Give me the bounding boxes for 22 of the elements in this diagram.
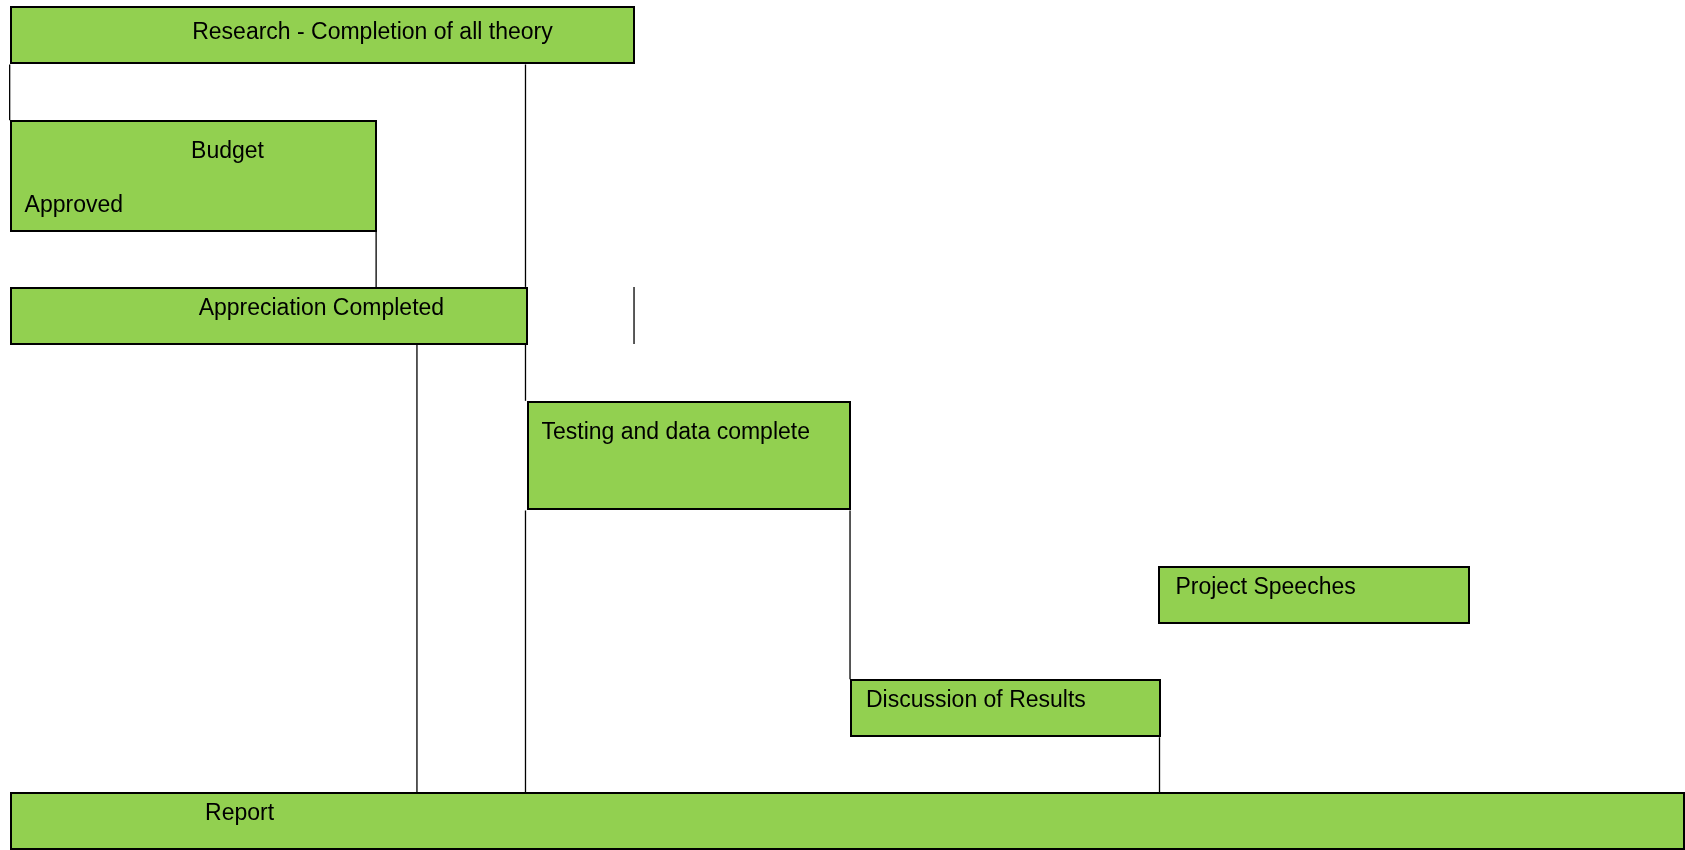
connector-line: [375, 231, 377, 288]
task-label: Budget Approved: [24, 136, 265, 220]
task-bar: [9, 6, 636, 65]
task-label: Project Speeches: [1175, 572, 1357, 602]
task-label: Report: [205, 798, 276, 828]
task-bar: [9, 792, 1685, 850]
task-bar: [9, 120, 378, 233]
task-bar: [1158, 566, 1471, 625]
connector-line: [524, 63, 527, 288]
connector-line: [524, 344, 527, 402]
task-label: Discussion of Results: [866, 685, 1087, 715]
task-label: Appreciation Completed: [198, 293, 446, 323]
connector-line: [9, 63, 11, 121]
task-label: Research - Completion of all theory: [192, 16, 554, 46]
task-bar: [850, 679, 1161, 738]
connector-line: [849, 509, 851, 680]
connector-line: [416, 344, 418, 793]
task-bar: [9, 286, 528, 345]
task-bar: [526, 400, 852, 511]
connector-line: [524, 509, 527, 793]
connector-line: [1158, 736, 1161, 793]
task-label: Testing and data complete: [541, 416, 811, 446]
